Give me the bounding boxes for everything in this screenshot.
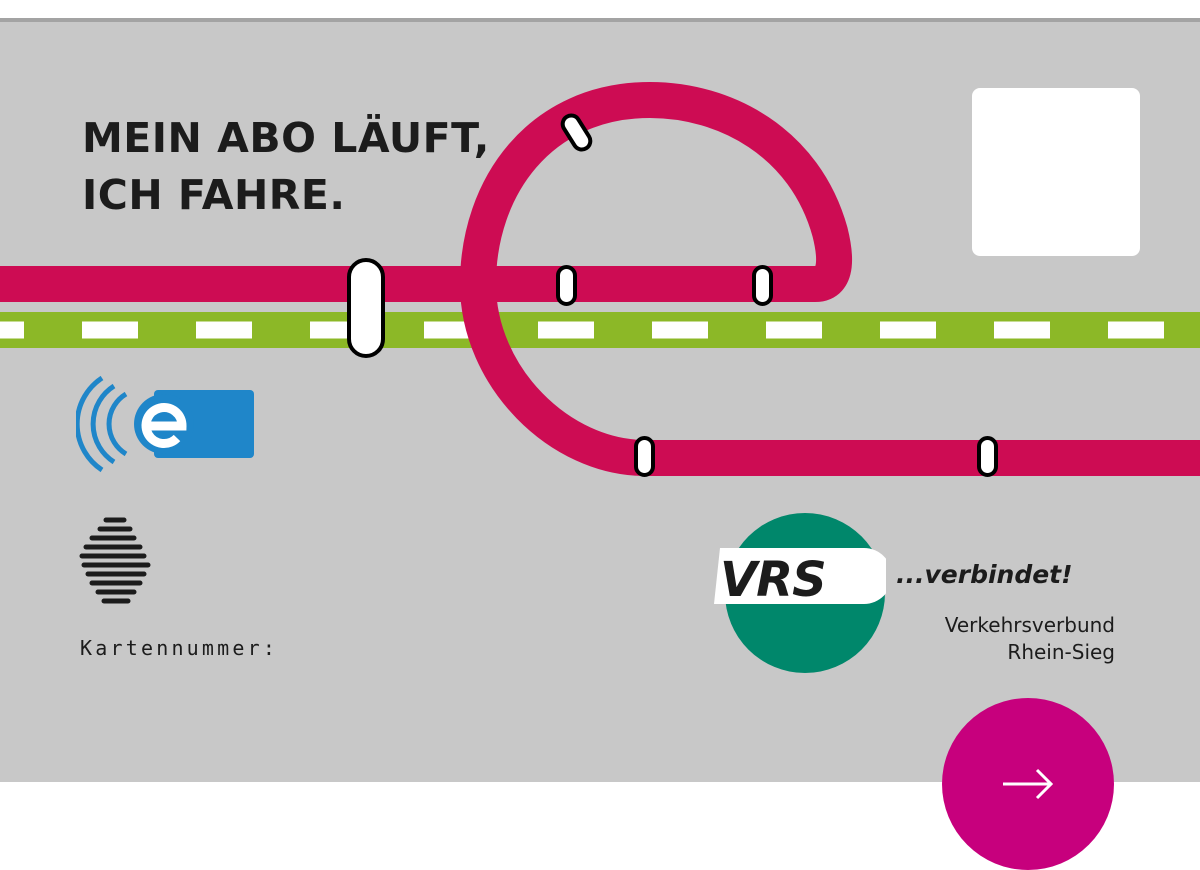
organization-name-line-1: Verkehrsverbund (944, 613, 1115, 637)
card-headline: MEIN ABO LÄUFT, ICH FAHRE. (82, 110, 490, 224)
brand-slogan: ...verbindet! (896, 560, 1073, 589)
arrow-right-icon (1003, 768, 1054, 800)
photo-placeholder (972, 88, 1140, 256)
organization-name: Verkehrsverbund Rhein-Sieg (900, 612, 1115, 666)
top-divider (0, 18, 1200, 22)
station-stop (560, 113, 593, 152)
station-stop (347, 258, 385, 358)
ticket-card-image: MEIN ABO LÄUFT, ICH FAHRE. Kartennummer:… (0, 22, 1200, 782)
vrs-logo: VRS (714, 513, 886, 673)
eticket-icon (76, 375, 254, 473)
station-stop (634, 436, 655, 477)
magenta-line (0, 81, 1200, 476)
card-number-label: Kartennummer: (80, 636, 279, 660)
organization-name-line-2: Rhein-Sieg (1007, 640, 1115, 664)
svg-text:VRS: VRS (720, 552, 826, 608)
fingerprint-icon (79, 517, 151, 604)
headline-line-2: ICH FAHRE. (82, 171, 346, 219)
next-button[interactable] (942, 698, 1114, 870)
transit-line-graphic (0, 81, 1200, 477)
headline-line-1: MEIN ABO LÄUFT, (82, 114, 490, 162)
station-stop (977, 436, 998, 477)
station-stop (556, 265, 577, 306)
station-stop (752, 265, 773, 306)
